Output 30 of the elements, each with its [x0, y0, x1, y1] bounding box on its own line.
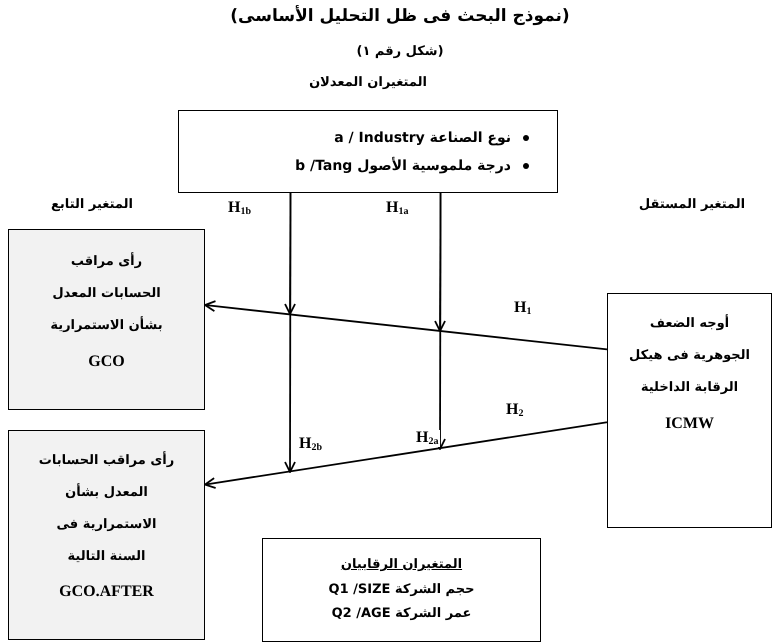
edge-label: H$_{1b}$ [226, 200, 254, 217]
variable-code: GCO [88, 352, 125, 372]
variable-box [8, 229, 205, 410]
edge-label: H$_{2}$ [504, 402, 526, 419]
variable-code: ICMW [665, 414, 714, 434]
arrow [284, 193, 296, 473]
variable-heading: المتغيران المعدلان [309, 75, 427, 90]
moderator-variable: نوع الصناعة a / Industry [334, 130, 511, 146]
edge-label: H$_{2b}$ [297, 436, 324, 453]
moderator-variable: درجة ملموسية الأصول b /Tang [295, 158, 511, 174]
variable-box [178, 110, 558, 193]
variable-name: رأى مراقب الحسابات المعدل بشأن الاستمرارية [49, 251, 164, 335]
arrow [204, 421, 608, 489]
variable-heading: المتغير المستقل [638, 197, 746, 212]
box-heading: المتغيران الرقابيان [340, 556, 462, 574]
variable-box [262, 538, 541, 642]
variable-box [8, 430, 205, 640]
variable-heading: المتغير التابع [51, 197, 133, 212]
figure-caption: (شكل رقم ١) [355, 44, 445, 59]
edge-label: H$_{2a}$ [414, 430, 440, 447]
variable-code: GCO.AFTER [59, 582, 154, 602]
arrow [204, 300, 608, 350]
edge-label: H$_{1a}$ [384, 200, 410, 217]
variable-name: رأى مراقب الحسابات المعدل بشأن الاستمرارية فى السنة التالية [38, 450, 176, 566]
variable-box [607, 293, 772, 528]
edge-label: H$_{1}$ [512, 300, 534, 317]
variable-name: أوجه الضعف الجوهرية فى هيكل الرقابة الداخلية [628, 313, 751, 397]
diagram-title: (نموذج البحث فى ظل التحليل الأساسى) [229, 6, 571, 26]
control-variable: حجم الشركة Q1 /SIZE [328, 580, 474, 599]
control-variable: عمر الشركة Q2 /AGE [332, 605, 472, 624]
